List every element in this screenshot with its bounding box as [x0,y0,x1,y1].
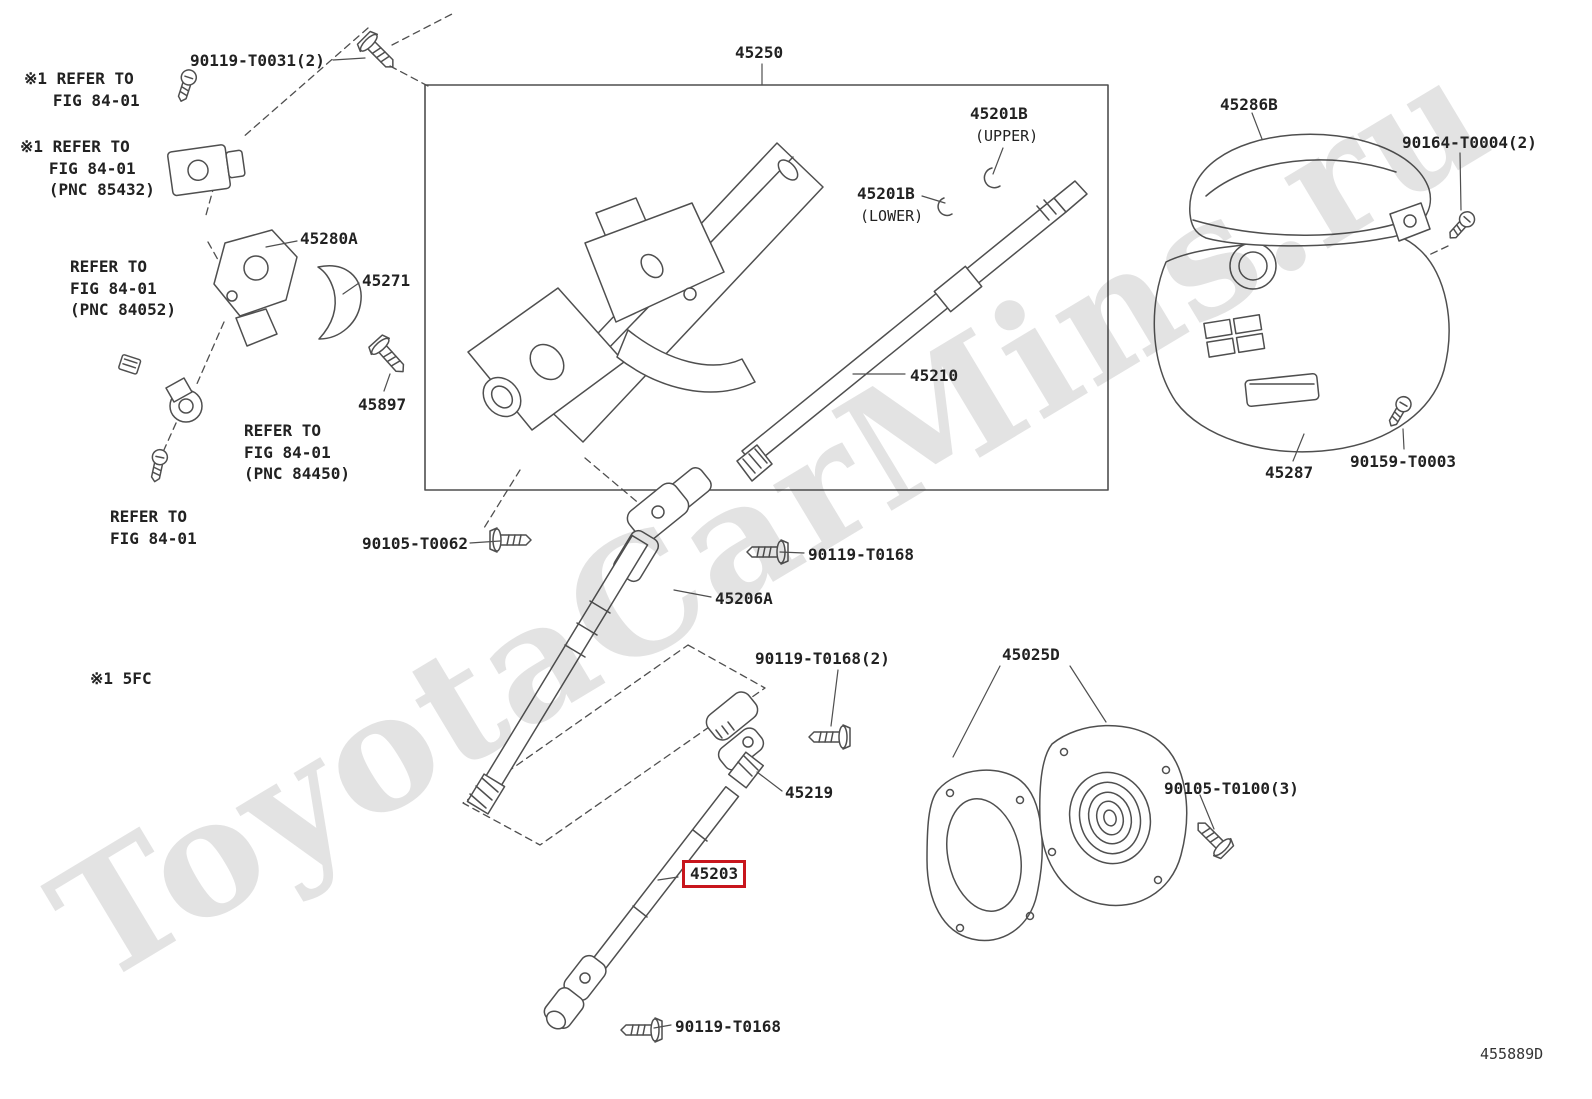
art-assembly-box [424,84,1109,491]
label-part-45250: 45250 [735,43,784,62]
label-part-45201B-upper: 45201B [970,104,1028,123]
art-key-cylinder-cluster [118,28,413,484]
label-part-45201B-lower: 45201B [857,184,915,203]
label-part-45025D: 45025D [1002,645,1060,664]
label-part-45201B-upper-pos: (UPPER) [975,127,1039,145]
art-main-shaft-45210 [736,180,1088,482]
art-snap-rings-45201b [937,167,1001,217]
label-part-45201B-lower-pos: (LOWER) [860,207,924,225]
art-sliding-shaft-45203 [543,751,765,1043]
label-part-45219: 45219 [785,783,834,802]
label-part-45280A: 45280A [300,229,358,248]
ref-note-fig84-01-e: REFER TO FIG 84-01 [110,507,197,548]
label-bolt-90159-T0003: 90159-T0003 [1350,452,1456,471]
label-part-45271: 45271 [362,271,411,290]
art-yoke-45219 [705,691,851,771]
label-part-45287: 45287 [1265,463,1314,482]
art-hole-cover-45025d [926,724,1237,942]
label-bolt-90119-T0168-mid: 90119-T0168(2) [755,649,890,668]
label-part-45897: 45897 [358,395,407,414]
label-bolt-90119-T0031: 90119-T0031(2) [190,51,325,70]
art-intermediate-shaft-45206a [466,467,789,815]
diagram-code: 455889D [1480,1045,1544,1063]
label-bolt-90105-T0100: 90105-T0100(3) [1164,779,1299,798]
ref-note-fig84-01-c: REFER TO FIG 84-01 (PNC 84052) [70,257,176,320]
label-bolt-90164-T0004: 90164-T0004(2) [1402,133,1537,152]
label-part-45206A: 45206A [715,589,773,608]
label-bolt-90119-T0168-upper: 90119-T0168 [808,545,914,564]
ref-note-fig84-01-b: ※1 REFER TO FIG 84-01 (PNC 85432) [20,137,155,200]
label-part-45286B: 45286B [1220,95,1278,114]
ref-note-fig84-01-a: ※1 REFER TO FIG 84-01 [24,69,140,110]
ref-note-fig84-01-d: REFER TO FIG 84-01 (PNC 84450) [244,421,350,484]
art-column-assembly-45250 [467,142,824,443]
label-bolt-90105-T0062: 90105-T0062 [362,534,468,553]
label-bolt-90119-T0168-lower: 90119-T0168 [675,1017,781,1036]
art-column-cover-45287 [1153,229,1450,453]
label-part-45210: 45210 [910,366,959,385]
label-part-45203-highlighted: 45203 [682,860,747,888]
art-column-cover-45286b [1189,133,1479,431]
leader-lines [265,57,1462,1029]
note-transmission-5fc: ※1 5FC [90,669,152,688]
